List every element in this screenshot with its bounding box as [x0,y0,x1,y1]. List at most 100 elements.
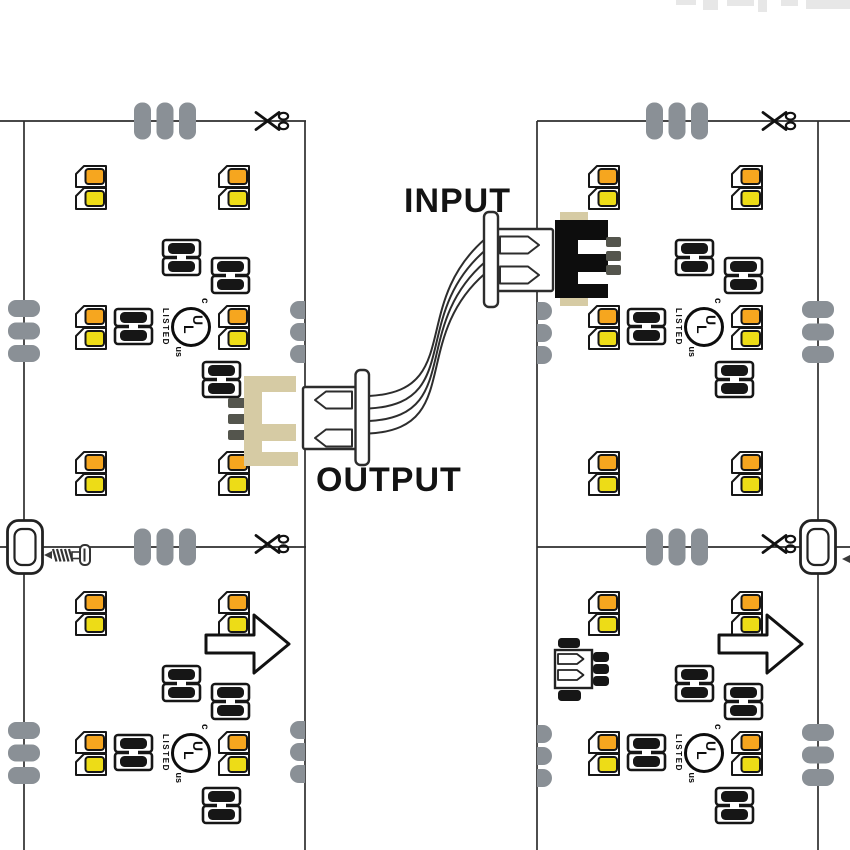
watermark-fragment [703,0,718,10]
solder-pad [537,747,552,765]
led-chip [740,190,761,207]
resistor-body [120,738,147,749]
led-chip [597,454,618,471]
connector-pad [228,398,246,408]
resistor-body [217,279,244,290]
resistor-body [168,243,195,254]
cable-plug-flange [354,368,371,467]
resistor-notch [177,681,186,687]
resistor-notch [690,681,699,687]
scissors-handle [277,544,290,554]
led-chip [597,756,618,773]
connector-pad [606,251,621,261]
ul-listed-text: LISTED [161,733,170,773]
resistor-notch [226,699,235,705]
solder-pad [290,345,305,363]
footprint-pad [558,690,581,701]
led-chip [84,756,105,773]
led-chip [227,594,248,611]
ul-c-text: c [712,724,723,730]
resistor-notch [226,273,235,279]
scissors-blades [254,534,281,554]
solder-pad [134,528,151,566]
led-chip [84,190,105,207]
solder-pad [156,102,174,140]
screw-icon [842,553,850,563]
led-chip [227,734,248,751]
led-chip [740,476,761,493]
scissors-handle [277,121,290,131]
resistor-notch [642,750,651,756]
ul-us-text: us [687,346,697,357]
ul-c-text: c [199,298,210,304]
resistor-body [730,279,757,290]
led-chip [740,454,761,471]
ul-u-text: U [703,741,719,752]
connector-pad [560,212,588,221]
led-chip [597,476,618,493]
resistor-notch [730,377,739,383]
footprint-pad [593,652,609,662]
led-chip [597,616,618,633]
ul-l-text: L [694,325,710,334]
resistor-body [208,383,235,394]
resistor-body [120,756,147,767]
watermark-fragment [727,0,754,6]
ul-u-text: U [190,741,206,752]
solder-pad [179,528,196,566]
resistor-body [721,383,748,394]
led-chip [84,594,105,611]
input-label: INPUT [404,182,511,220]
solder-pad [290,743,305,761]
solder-pad [691,528,708,566]
resistor-notch [177,255,186,261]
input-connector-notch [578,240,609,254]
ul-listed-text: LISTED [161,307,170,347]
resistor-body [168,261,195,272]
footprint-pin [557,669,585,681]
led-chip [740,616,761,633]
solder-pad [290,721,305,739]
scissors-handle [277,534,290,544]
mounting-hole-inner [13,527,37,567]
cable-plug-flange [482,210,500,309]
led-chip [84,308,105,325]
led-chip [227,616,248,633]
resistor-body [681,261,708,272]
resistor-body [217,705,244,716]
resistor-notch [739,273,748,279]
led-chip [84,476,105,493]
input-connector-notch [578,272,609,284]
output-connector-pin [262,424,296,441]
watermark-fragment [676,0,696,5]
resistor-notch [129,750,138,756]
ul-us-text: us [687,772,697,783]
resistor-body [168,687,195,698]
resistor-notch [217,377,226,383]
led-chip [227,756,248,773]
led-chip [597,190,618,207]
led-chip [227,168,248,185]
resistor-body [633,756,660,767]
screw-thread [63,548,70,562]
ul-l-text: L [181,751,197,760]
solder-pad [8,744,40,762]
solder-pad [156,528,174,566]
mounting-hole-inner [806,527,830,567]
solder-pad [537,324,552,342]
resistor-notch [129,324,138,330]
connector-pad [228,430,246,440]
resistor-body [633,330,660,341]
screw-thread [51,548,58,562]
led-chip [84,168,105,185]
solder-pad [646,102,663,140]
solder-pad [134,102,151,140]
direction-arrow [204,613,291,675]
ul-c-text: c [199,724,210,730]
output-connector-pin [262,452,298,466]
solder-pad [668,528,686,566]
led-chip [740,734,761,751]
